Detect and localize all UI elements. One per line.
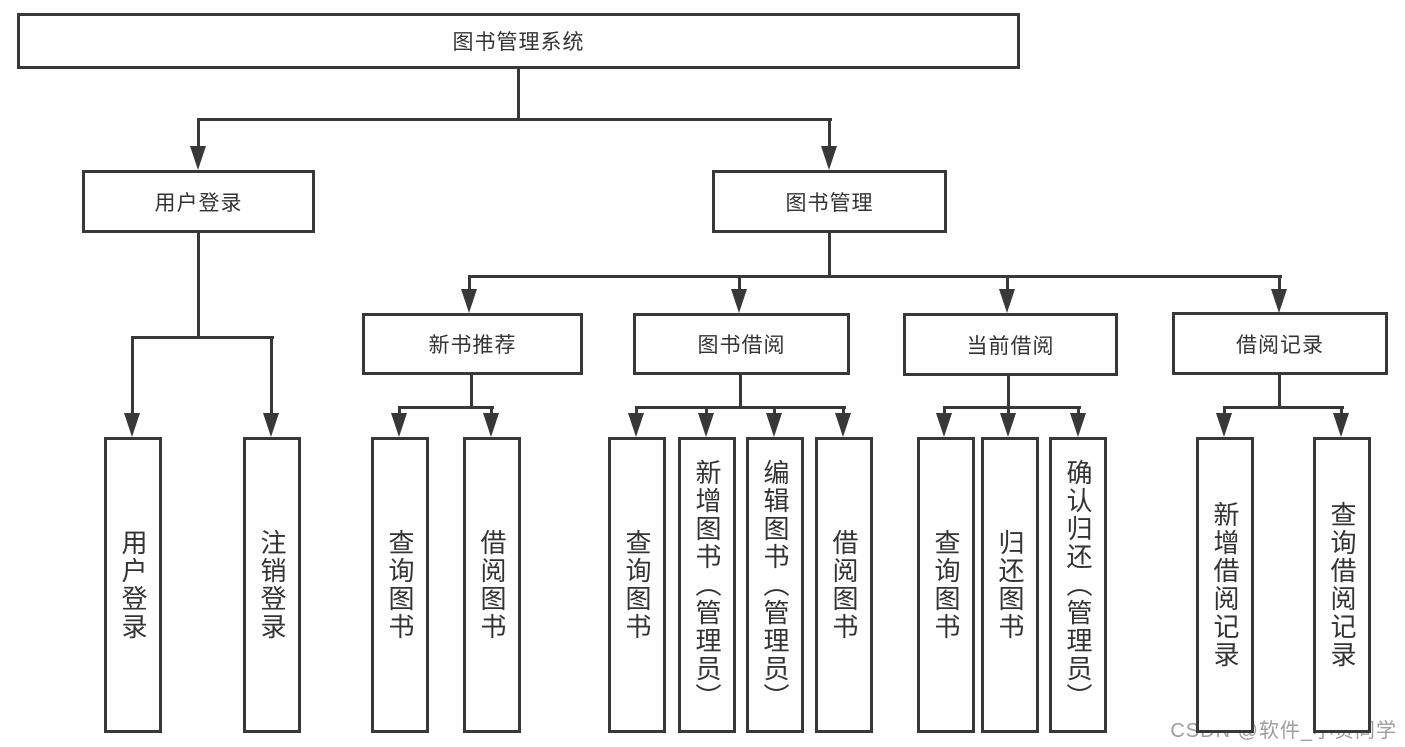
connector-split-user-login [131, 336, 274, 339]
node-leaf-rec-query: 查询借阅记录 [1313, 437, 1371, 733]
node-leaf-bb-add: 新增图书（管理员） [678, 437, 736, 733]
arrowhead-down-icon [1271, 289, 1287, 313]
node-book-management: 图书管理 [712, 170, 947, 233]
connector-stem-borrow-records [1278, 375, 1281, 409]
connector-split-current-borrow [943, 406, 1081, 409]
node-book-borrow: 图书借阅 [633, 313, 850, 375]
node-leaf-cb-query: 查询图书 [917, 437, 975, 733]
connector-arrow-stem-user-login-1 [270, 336, 273, 423]
node-label-leaf-rec-query: 查询借阅记录 [1327, 501, 1357, 669]
arrowhead-down-icon [1000, 413, 1016, 437]
arrowhead-down-icon [461, 289, 477, 313]
connector-split-borrow-records [1223, 406, 1344, 409]
node-leaf-cb-return: 归还图书 [981, 437, 1039, 733]
arrowhead-down-icon [391, 413, 407, 437]
node-user-login: 用户登录 [82, 170, 315, 233]
node-label-leaf-user-login: 用户登录 [118, 529, 148, 641]
node-leaf-bb-edit: 编辑图书（管理员） [746, 437, 804, 733]
connector-split-new-book-recommend [398, 406, 494, 409]
connector-stem-book-management [828, 233, 831, 278]
arrowhead-down-icon [698, 413, 714, 437]
connector-stem-current-borrow [1007, 376, 1010, 409]
connector-stem-new-book-recommend [470, 375, 473, 409]
connector-arrow-stem-book-management-0 [468, 275, 471, 299]
connector-stem-user-login [197, 233, 200, 339]
connector-arrow-stem-system-1 [828, 118, 831, 156]
arrowhead-down-icon [1216, 413, 1232, 437]
node-leaf-nb-query: 查询图书 [371, 437, 429, 733]
connector-split-system [197, 118, 832, 121]
node-label-new-book-recommend: 新书推荐 [428, 334, 517, 357]
arrowhead-down-icon [1070, 413, 1086, 437]
arrowhead-down-icon [766, 413, 782, 437]
node-label-current-borrow: 当前借阅 [966, 334, 1055, 358]
arrowhead-down-icon [936, 413, 952, 437]
node-leaf-user-login: 用户登录 [104, 437, 162, 733]
node-label-leaf-rec-add: 新增借阅记录 [1210, 501, 1240, 669]
connector-arrow-stem-user-login-0 [131, 336, 134, 423]
node-label-book-management: 图书管理 [785, 191, 874, 215]
connector-stem-book-borrow [739, 375, 742, 409]
arrowhead-down-icon [835, 413, 851, 437]
connector-split-book-management [468, 275, 1282, 278]
arrowhead-down-icon [628, 413, 644, 437]
node-leaf-bb-query: 查询图书 [608, 437, 666, 733]
connector-split-book-borrow [635, 406, 846, 409]
node-system: 图书管理系统 [17, 13, 1020, 69]
node-label-book-borrow: 图书借阅 [697, 334, 786, 357]
node-label-leaf-bb-borrow: 借阅图书 [829, 529, 859, 641]
node-current-borrow: 当前借阅 [903, 313, 1118, 376]
node-leaf-bb-borrow: 借阅图书 [815, 437, 873, 733]
node-leaf-rec-add: 新增借阅记录 [1196, 437, 1254, 733]
node-label-leaf-nb-query: 查询图书 [385, 529, 415, 641]
arrowhead-down-icon [124, 413, 140, 437]
node-new-book-recommend: 新书推荐 [362, 313, 583, 375]
connector-stem-system [517, 69, 520, 121]
node-leaf-logout: 注销登录 [243, 437, 301, 733]
node-label-leaf-bb-add: 新增图书（管理员） [692, 459, 722, 711]
node-label-leaf-bb-query: 查询图书 [622, 529, 652, 641]
node-label-leaf-cb-confirm: 确认归还（管理员） [1063, 459, 1093, 711]
node-borrow-records: 借阅记录 [1172, 312, 1388, 375]
connector-arrow-stem-book-management-2 [1006, 275, 1009, 299]
node-label-leaf-nb-borrow: 借阅图书 [477, 529, 507, 641]
arrowhead-down-icon [483, 413, 499, 437]
connector-arrow-stem-book-management-1 [738, 275, 741, 299]
node-label-leaf-bb-edit: 编辑图书（管理员） [760, 459, 790, 711]
arrowhead-down-icon [731, 289, 747, 313]
node-label-system: 图书管理系统 [452, 31, 585, 54]
arrowhead-down-icon [1333, 413, 1349, 437]
arrowhead-down-icon [821, 146, 837, 170]
node-label-leaf-cb-query: 查询图书 [931, 529, 961, 641]
node-label-leaf-cb-return: 归还图书 [995, 529, 1025, 641]
arrowhead-down-icon [263, 413, 279, 437]
node-label-borrow-records: 借阅记录 [1236, 333, 1324, 357]
connector-arrow-stem-book-management-3 [1278, 275, 1281, 299]
connector-arrow-stem-system-0 [197, 118, 200, 156]
node-leaf-nb-borrow: 借阅图书 [463, 437, 521, 733]
node-label-leaf-logout: 注销登录 [257, 529, 287, 641]
arrowhead-down-icon [190, 146, 206, 170]
arrowhead-down-icon [999, 289, 1015, 313]
node-label-user-login: 用户登录 [154, 191, 243, 215]
node-leaf-cb-confirm: 确认归还（管理员） [1049, 437, 1107, 733]
